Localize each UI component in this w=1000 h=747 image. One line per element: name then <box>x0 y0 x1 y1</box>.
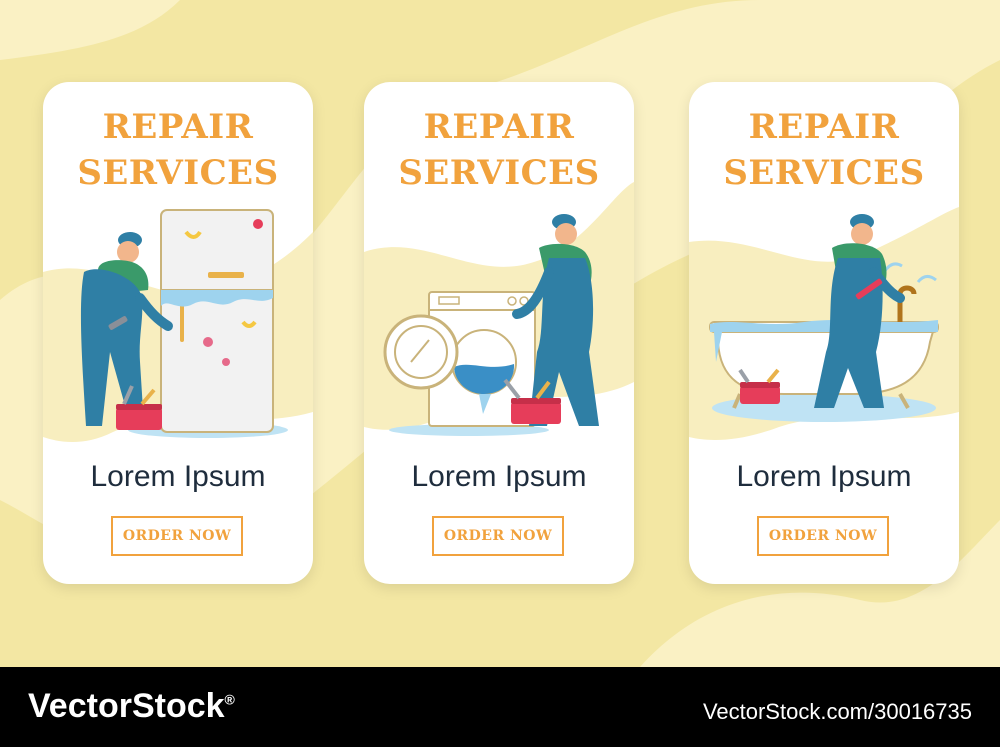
brand-name: VectorStock <box>28 687 225 725</box>
order-now-button[interactable]: ORDER NOW <box>111 516 243 556</box>
washing-machine-repair-illustration <box>383 214 599 436</box>
stock-id: VectorStock.com/30016735 <box>702 699 972 724</box>
order-now-button[interactable]: ORDER NOW <box>757 516 889 556</box>
card-subtitle: Lorem Ipsum <box>736 460 912 493</box>
registered-mark: ® <box>224 691 235 708</box>
brand-logo: VectorStock® <box>28 687 235 726</box>
watermark-footer: VectorStock® VectorStock.com/30016735 <box>0 667 1000 747</box>
card-subtitle: Lorem Ipsum <box>411 460 587 493</box>
order-now-button[interactable]: ORDER NOW <box>432 516 564 556</box>
card-subtitle: Lorem Ipsum <box>90 460 266 493</box>
bathtub-plumbing-illustration <box>709 214 939 422</box>
refrigerator-repair-illustration <box>80 209 288 438</box>
